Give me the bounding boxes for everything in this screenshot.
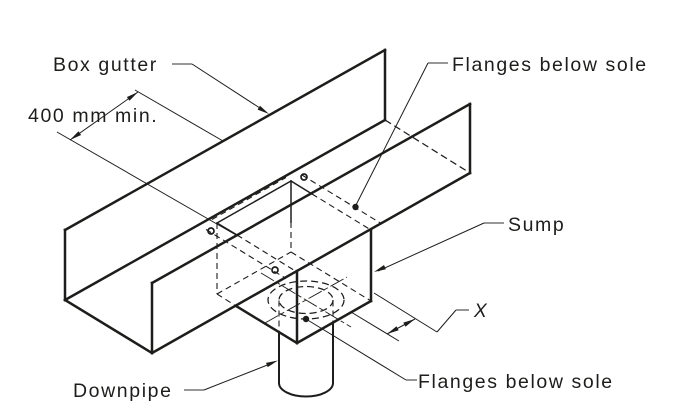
rivet-hole-left bbox=[207, 227, 215, 235]
flanges-below-sole-bottom-label: Flanges below sole bbox=[418, 371, 614, 393]
downpipe-bottom-arc bbox=[278, 382, 334, 398]
rivet-hole-front bbox=[271, 266, 279, 274]
hole-centerline-axis-1 bbox=[260, 272, 352, 328]
sump-bottom-back-left-edge-hidden bbox=[216, 251, 292, 295]
flanges-top-leader-dot bbox=[352, 203, 359, 211]
dim-400-arrow-lower bbox=[70, 131, 82, 140]
leader-sump bbox=[374, 222, 504, 272]
dim-x-arrow-upper bbox=[403, 319, 415, 327]
dim-x-leader-line bbox=[436, 309, 457, 333]
sump-bottom-front-right-edge bbox=[295, 299, 373, 345]
sump-flange-left-line bbox=[205, 229, 287, 279]
gutter-sole-right-end-edge-hidden bbox=[384, 119, 471, 174]
leader-downpipe bbox=[184, 360, 278, 391]
rivet-hole-back bbox=[300, 173, 308, 181]
dim-x-extension-line-1 bbox=[373, 292, 438, 333]
downpipe-leader-arrow bbox=[266, 360, 278, 368]
sump-leader-line bbox=[377, 222, 485, 272]
leader-box-gutter bbox=[172, 63, 269, 114]
gutter-sole-front-edge bbox=[150, 171, 472, 355]
sump-bottom-front-left-edge bbox=[234, 304, 299, 345]
dim-400-dimension-line bbox=[69, 91, 139, 141]
dim-x-arrow-lower bbox=[387, 326, 399, 334]
sump-flange-right-line bbox=[301, 174, 383, 225]
flanges-bottom-leader-line bbox=[305, 318, 407, 381]
sump-flange-back-line bbox=[211, 177, 287, 220]
sump-opening-front-left-edge-hidden bbox=[236, 234, 298, 273]
sump-leader-arrow bbox=[374, 265, 386, 272]
leader-flanges-top bbox=[352, 62, 448, 211]
dimension-400mm bbox=[56, 89, 237, 236]
sump-bottom-back-right-edge-hidden bbox=[290, 251, 372, 302]
flanges-below-sole-top-label: Flanges below sole bbox=[452, 54, 648, 76]
sump-drawing bbox=[205, 173, 383, 345]
sump-label: Sump bbox=[508, 214, 565, 236]
sump-opening-back-left-edge bbox=[215, 179, 293, 225]
sump-bottom-front-left-edge-hidden bbox=[216, 293, 237, 307]
dim-400-extension-line-back bbox=[134, 89, 224, 142]
box-gutter-drawing bbox=[63, 48, 472, 355]
hole-centerline-axis-2 bbox=[264, 276, 348, 324]
downpipe-hole-circle-hidden bbox=[278, 285, 334, 315]
downpipe-label: Downpipe bbox=[73, 380, 173, 402]
dim-x-extension-line-2 bbox=[350, 311, 400, 342]
dim-400-extension-line-front bbox=[56, 131, 237, 236]
min-width-label: 400 mm min. bbox=[28, 105, 158, 127]
x-dimension-label: X bbox=[473, 301, 488, 322]
box-gutter-label: Box gutter bbox=[53, 54, 158, 76]
box-gutter-leader-arrow bbox=[257, 105, 269, 114]
leader-flanges-bottom bbox=[302, 315, 417, 381]
gutter-back-wall-top-edge bbox=[63, 48, 387, 232]
dimension-x bbox=[350, 292, 469, 342]
gutter-sole-left-end-edge bbox=[63, 298, 154, 355]
sump-opening-back-right-edge-visible bbox=[289, 179, 314, 196]
sump-opening-back-right-edge-hidden bbox=[311, 193, 372, 231]
downpipe-drawing bbox=[260, 272, 352, 398]
box-gutter-leader-line bbox=[191, 63, 267, 113]
sump-opening-front-left-edge-visible bbox=[215, 221, 239, 237]
flanges-top-leader-line bbox=[355, 62, 429, 207]
downpipe-leader-line bbox=[203, 363, 271, 391]
dim-400-arrow-upper bbox=[126, 92, 138, 101]
gutter-sole-back-edge bbox=[63, 118, 387, 302]
